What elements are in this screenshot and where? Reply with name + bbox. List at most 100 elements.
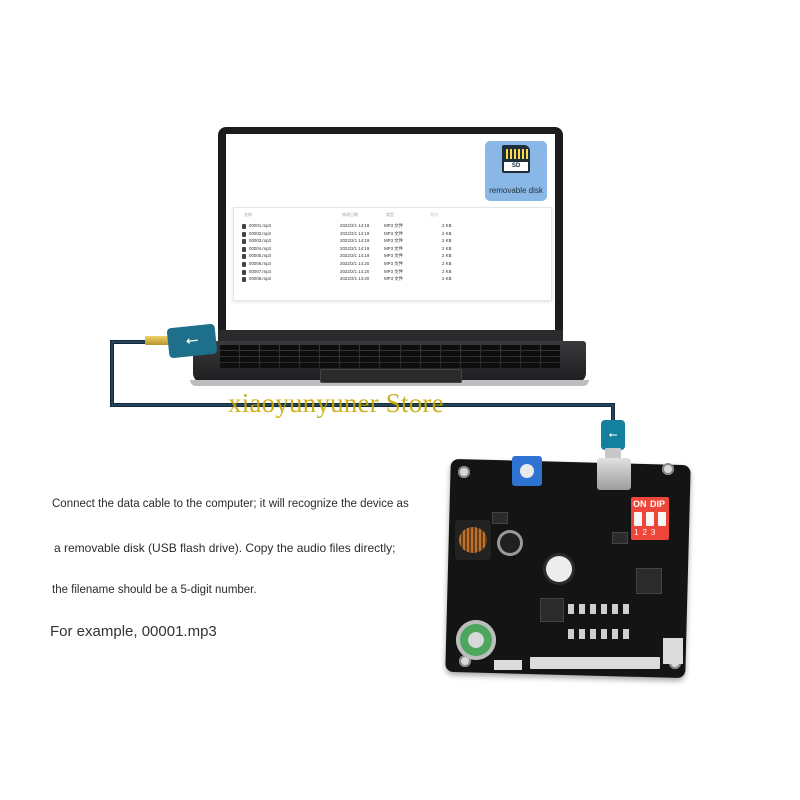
keyboard-key: [240, 351, 260, 356]
mounting-hole: [662, 463, 674, 475]
keyboard-key: [500, 363, 520, 368]
file-name: 00008.mp3: [249, 276, 271, 282]
file-date: 2022/2/1 14:20: [340, 260, 370, 266]
keyboard-key: [340, 345, 360, 350]
dip-label: DIP: [650, 499, 666, 509]
smd-resistors: [568, 604, 634, 648]
ic-chip: [636, 568, 662, 594]
keyboard-key: [280, 357, 300, 362]
file-date: 2022/2/1 14:19: [340, 230, 370, 236]
instruction-line-1: Connect the data cable to the computer; …: [52, 498, 409, 510]
dip-switch-3[interactable]: [658, 512, 666, 526]
filename-example: For example, 00001.mp3: [50, 623, 217, 640]
keyboard-key: [460, 351, 480, 356]
keyboard-key: [460, 357, 480, 362]
keyboard-key: [480, 357, 500, 362]
keyboard-key: [460, 345, 480, 350]
usb-c-connector: ⭠: [601, 420, 625, 450]
keyboard-key: [220, 351, 240, 356]
laptop-bezel-bottom: [218, 330, 563, 342]
mp3-file-icon: [242, 224, 246, 229]
capacitor-top: [468, 632, 484, 648]
keyboard-key: [520, 351, 540, 356]
keyboard-key: [380, 363, 400, 368]
mp3-file-icon: [242, 269, 246, 275]
keyboard-key: [540, 345, 560, 350]
column-header-date[interactable]: 修改日期: [342, 212, 358, 217]
mp3-file-icon: [242, 254, 246, 260]
keyboard-key: [300, 357, 320, 362]
file-name: 00001.mp3: [249, 223, 271, 228]
file-date: 2022/2/1 14:19: [340, 253, 370, 259]
dip-switch-1[interactable]: [634, 512, 642, 526]
removable-disk-label: removable disk: [489, 186, 543, 195]
keyboard-key: [400, 363, 420, 368]
mp3-file-icon: [242, 277, 246, 283]
keyboard-key: [540, 357, 560, 362]
keyboard-key: [280, 363, 300, 368]
keyboard-key: [480, 345, 500, 350]
file-size: 2 KB: [442, 268, 452, 274]
column-header-name[interactable]: 名称: [244, 212, 252, 217]
keyboard-key: [460, 363, 480, 368]
keyboard-key: [520, 345, 540, 350]
keyboard-key: [240, 357, 260, 362]
keyboard-key: [420, 345, 440, 350]
keyboard-key: [360, 345, 380, 350]
keyboard-key: [540, 351, 560, 356]
keyboard-key: [500, 357, 520, 362]
mp3-file-icon: [242, 231, 246, 237]
instruction-line-2: a removable disk (USB flash drive). Copy…: [54, 541, 396, 555]
column-header-size[interactable]: 大小: [430, 212, 438, 217]
dip-switch-numbers: 123: [634, 528, 660, 537]
keyboard-key: [260, 363, 280, 368]
keyboard-key: [420, 357, 440, 362]
usb-symbol-icon: ⭠: [608, 428, 618, 441]
keyboard-key: [260, 345, 280, 350]
keyboard-key: [420, 363, 440, 368]
column-header-type[interactable]: 类型: [386, 212, 394, 217]
keyboard-key: [380, 357, 400, 362]
store-watermark: xiaoyunyuner Store: [228, 388, 444, 418]
file-date: 2022/2/1 14:19: [340, 245, 370, 251]
keyboard-key: [500, 345, 520, 350]
file-name: 00005.mp3: [249, 253, 271, 259]
file-size: 2 KB: [442, 253, 452, 259]
file-size: 2 KB: [442, 276, 452, 282]
keyboard-key: [300, 363, 320, 368]
keyboard-key: [220, 357, 240, 362]
keyboard-key: [280, 351, 300, 356]
file-list-header: 名称 修改日期 类型 大小: [244, 212, 544, 220]
file-size: 2 KB: [442, 223, 452, 228]
file-type: MP3 文件: [384, 238, 404, 244]
file-name: 00003.mp3: [249, 238, 271, 244]
dip-on-label: ON: [633, 499, 647, 509]
keyboard-key: [400, 357, 420, 362]
keyboard-key: [360, 351, 380, 356]
file-date: 2022/2/1 14:18: [340, 223, 370, 228]
keyboard-key: [380, 345, 400, 350]
inductor-coil: [459, 527, 487, 553]
usb-adapter: ⭠: [166, 323, 218, 359]
keyboard-key: [380, 351, 400, 356]
file-size: 2 KB: [442, 245, 452, 251]
keyboard-key: [400, 345, 420, 350]
capacitor: [497, 530, 523, 556]
keyboard-key: [500, 351, 520, 356]
dip-switch-2[interactable]: [646, 512, 654, 526]
ic-chip: [612, 532, 628, 544]
sd-card-pins: [506, 149, 528, 159]
keyboard-key: [340, 363, 360, 368]
ic-chip: [540, 598, 564, 622]
file-type: MP3 文件: [384, 276, 404, 282]
